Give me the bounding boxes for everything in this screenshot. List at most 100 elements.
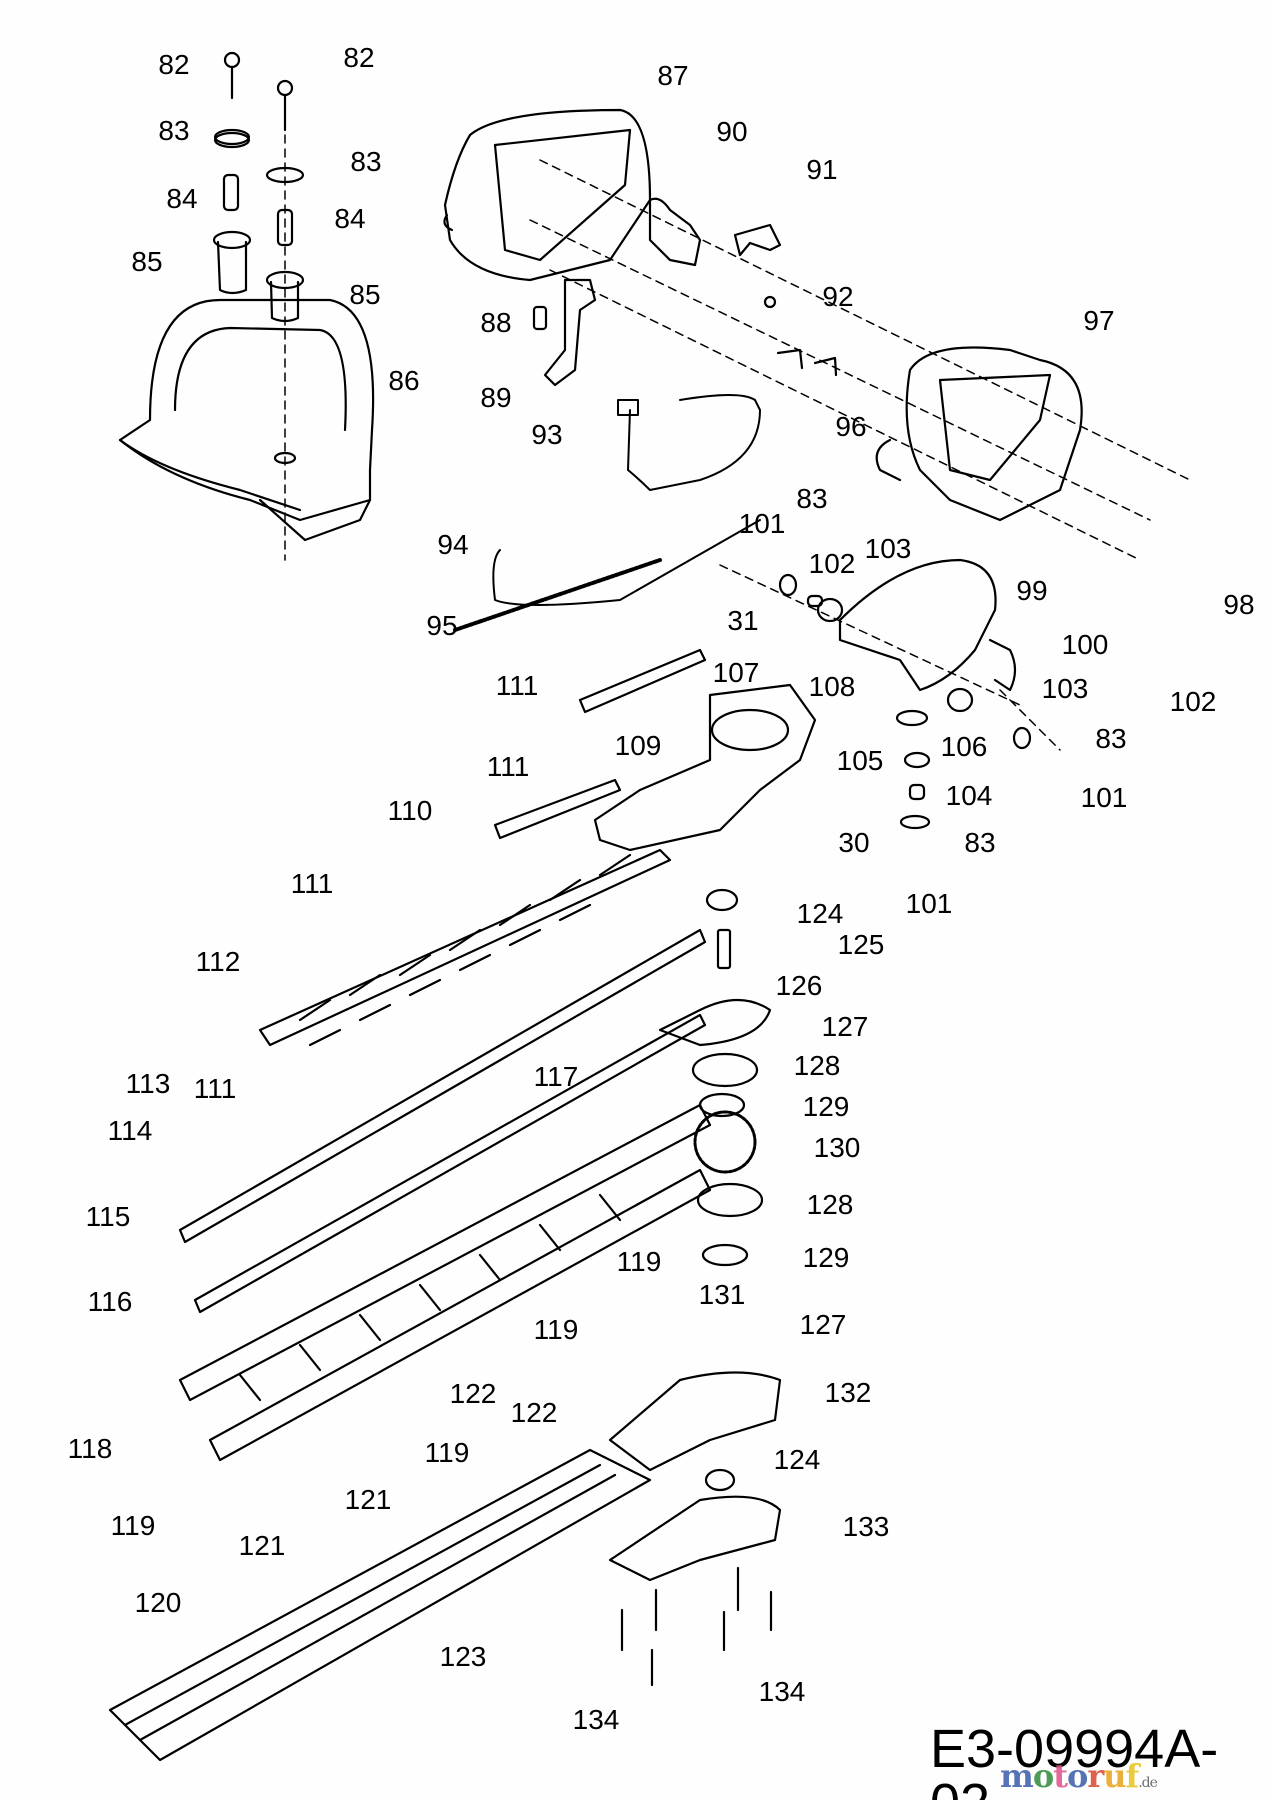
part-label-83d: 83 <box>1095 723 1127 754</box>
part-label-131: 131 <box>698 1279 746 1310</box>
watermark-suffix: .de <box>1138 1775 1158 1791</box>
diagram-code: E3-09994A-02 <box>930 1719 1219 1800</box>
part-label-94: 94 <box>437 529 469 560</box>
part-label-109: 109 <box>614 730 662 761</box>
part-label-100: 100 <box>1061 629 1109 660</box>
fastener-stack-right <box>265 79 305 561</box>
part-label-123: 123 <box>439 1641 487 1672</box>
wiring-harness <box>453 394 761 632</box>
assembly-lines <box>529 159 1191 751</box>
part-label-91: 91 <box>806 154 838 185</box>
part-label-97: 97 <box>1083 305 1115 336</box>
part-label-83e: 83 <box>964 827 996 858</box>
part-label-111d: 111 <box>193 1073 237 1104</box>
part-label-113: 113 <box>125 1068 171 1099</box>
part-label-101c: 101 <box>905 888 953 919</box>
upper-blade <box>258 848 672 1047</box>
part-label-116: 116 <box>87 1286 133 1317</box>
part-label-99: 99 <box>1016 575 1048 606</box>
part-label-103a: 103 <box>864 533 912 564</box>
gear-housing <box>593 683 817 852</box>
part-label-127b: 127 <box>799 1309 847 1340</box>
watermark-logo: motoruf.de <box>1000 1757 1158 1795</box>
part-label-30: 30 <box>838 827 870 858</box>
part-label-102a: 102 <box>808 548 856 579</box>
watermark-letter: o <box>1066 1757 1088 1795</box>
part-label-85a: 85 <box>131 246 163 277</box>
part-label-132: 132 <box>824 1377 872 1408</box>
part-label-119b: 119 <box>533 1314 579 1345</box>
part-label-119c: 119 <box>424 1437 470 1468</box>
part-label-112: 112 <box>195 946 241 977</box>
front-handle-part <box>118 298 375 542</box>
fastener-stack-left <box>212 51 252 295</box>
part-label-82a: 82 <box>158 49 190 80</box>
watermark-letter: m <box>1000 1757 1034 1795</box>
part-label-133: 133 <box>842 1511 890 1542</box>
part-label-83a: 83 <box>158 115 190 146</box>
part-label-83c: 83 <box>796 483 828 514</box>
part-label-93: 93 <box>531 419 563 450</box>
part-label-105: 105 <box>836 745 884 776</box>
part-label-103b: 103 <box>1041 673 1089 704</box>
part-label-118: 118 <box>67 1433 113 1464</box>
bottom-screws <box>620 1566 773 1687</box>
part-label-89: 89 <box>480 382 512 413</box>
part-label-87: 87 <box>657 60 689 91</box>
gear-parts <box>658 888 772 1267</box>
part-label-122b: 122 <box>510 1397 558 1428</box>
part-label-128a: 128 <box>793 1050 841 1081</box>
part-label-107: 107 <box>712 657 760 688</box>
watermark-letter: f <box>1125 1757 1139 1795</box>
part-label-111a: 111 <box>495 670 539 701</box>
part-label-111c: 111 <box>290 868 334 899</box>
part-label-129a: 129 <box>802 1091 850 1122</box>
part-label-88: 88 <box>480 307 512 338</box>
gearcase-bracket <box>838 558 1017 692</box>
part-label-114: 114 <box>107 1115 153 1146</box>
part-label-83b: 83 <box>350 146 382 177</box>
part-label-86: 86 <box>388 365 420 396</box>
lower-case <box>608 1371 782 1582</box>
part-label-92: 92 <box>822 281 854 312</box>
part-label-121a: 121 <box>344 1484 392 1515</box>
part-label-119d: 119 <box>110 1510 156 1541</box>
rear-handle-right-half <box>875 346 1083 522</box>
part-label-124b: 124 <box>773 1444 821 1475</box>
part-label-115: 115 <box>85 1201 131 1232</box>
part-label-110: 110 <box>387 795 433 826</box>
mount-hardware <box>778 573 1032 830</box>
part-label-134a: 134 <box>572 1704 620 1735</box>
part-label-124a: 124 <box>796 898 844 929</box>
part-label-82b: 82 <box>343 42 375 73</box>
part-label-130: 130 <box>813 1132 861 1163</box>
part-label-84a: 84 <box>166 183 198 214</box>
part-label-108: 108 <box>808 671 856 702</box>
part-label-104: 104 <box>945 780 993 811</box>
blade-guard <box>108 1448 652 1762</box>
part-label-95: 95 <box>426 610 458 641</box>
reinforcement-plates <box>493 648 707 840</box>
part-label-31: 31 <box>727 605 759 636</box>
part-label-98: 98 <box>1223 589 1255 620</box>
lower-blade <box>178 1103 712 1462</box>
watermark-letter: o <box>1032 1757 1054 1795</box>
part-label-129b: 129 <box>802 1242 850 1273</box>
part-label-111b: 111 <box>486 751 530 782</box>
part-label-106: 106 <box>940 731 988 762</box>
part-label-127a: 127 <box>821 1011 869 1042</box>
part-label-128b: 128 <box>806 1189 854 1220</box>
part-label-101b: 101 <box>1080 782 1128 813</box>
part-label-90: 90 <box>716 116 748 147</box>
watermark-letter: u <box>1103 1757 1126 1795</box>
part-label-120: 120 <box>134 1587 182 1618</box>
watermark-letter: r <box>1087 1757 1104 1795</box>
part-label-119a: 119 <box>616 1246 662 1277</box>
watermark-letter: t <box>1053 1757 1068 1795</box>
part-label-84b: 84 <box>334 203 366 234</box>
part-label-96: 96 <box>835 411 867 442</box>
part-label-117: 117 <box>533 1061 579 1092</box>
rear-handle-left-half <box>443 108 652 282</box>
